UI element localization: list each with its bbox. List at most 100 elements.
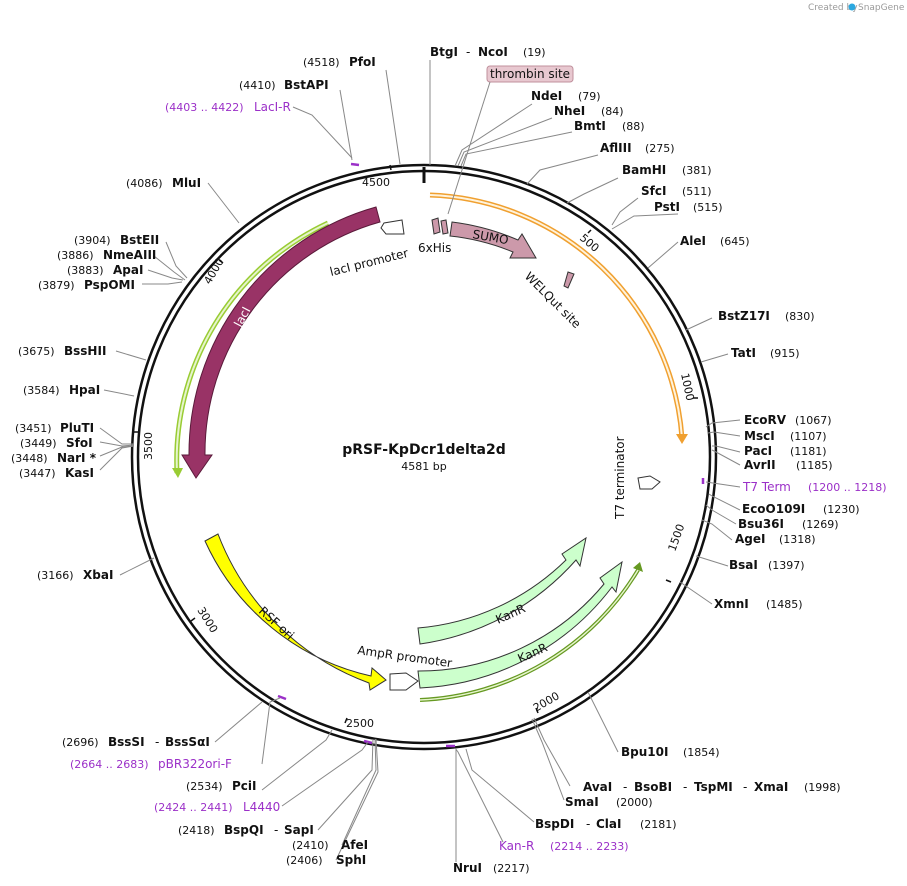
site-mlui[interactable]: MluI [172,176,201,190]
credit-brand: SnapGene [858,3,905,13]
leader-lines [99,60,741,862]
site-pspomi[interactable]: PspOMI [84,278,135,292]
site-alei[interactable]: AleI [680,234,706,248]
site-hpai[interactable]: HpaI [69,383,100,397]
site-bpu10i[interactable]: Bpu10I [621,745,668,759]
primer-l4440[interactable]: L4440 [243,800,280,814]
svg-text:-: - [155,735,159,749]
site-bsshii[interactable]: BssHII [64,344,106,358]
t7-terminator-icon[interactable] [637,475,661,490]
welqut-arrow[interactable] [563,271,575,289]
snapgene-logo-icon [848,3,856,11]
svg-text:(3883): (3883) [67,264,104,277]
site-sfci[interactable]: SfcI [641,184,666,198]
svg-text:(3675): (3675) [18,345,55,358]
site-bmti[interactable]: BmtI [574,119,606,133]
svg-text:(1067): (1067) [795,414,832,427]
site-bsteii[interactable]: BstEII [120,233,159,247]
ampr-promoter-arrow[interactable] [389,672,419,691]
svg-text:(3166): (3166) [37,569,74,582]
his-tag-label: 6xHis [418,241,451,255]
site-bsai[interactable]: BsaI [729,558,758,572]
site-btgi[interactable]: BtgI [430,45,458,59]
site-sapi[interactable]: SapI [284,823,314,837]
site-paci[interactable]: PacI [744,444,772,458]
kanr-arrow-2[interactable] [417,560,623,689]
site-bsssi[interactable]: BssSI [108,735,145,749]
site-pluti[interactable]: PluTI [60,421,94,435]
svg-text:-: - [743,780,747,794]
svg-text:(3447): (3447) [19,467,56,480]
site-bspqi[interactable]: BspQI [224,823,264,837]
svg-text:(2181): (2181) [640,818,677,831]
site-bstapi[interactable]: BstAPI [284,78,329,92]
svg-text:(2000): (2000) [616,796,653,809]
site-bsobi[interactable]: BsoBI [634,780,672,794]
tick-label-4500: 4500 [362,176,390,189]
his-tag-arrow[interactable] [431,217,441,235]
svg-text:(1485): (1485) [766,598,803,611]
site-tspmi[interactable]: TspMI [694,780,733,794]
site-nrui[interactable]: NruI [453,861,482,875]
site-avrii[interactable]: AvrII [744,458,776,472]
site-bsssai[interactable]: BssSαI [165,735,210,749]
site-apai[interactable]: ApaI [113,263,143,277]
site-xmni[interactable]: XmnI [714,597,749,611]
site-avai[interactable]: AvaI [583,780,612,794]
site-afei[interactable]: AfeI [341,838,368,852]
thrombin-site-box[interactable] [486,65,574,83]
site-bstz17i[interactable]: BstZ17I [718,309,770,323]
site-nmeaiii[interactable]: NmeAIII [103,248,156,262]
svg-text:(88): (88) [622,120,645,133]
kanr-arrow-1[interactable] [417,536,587,645]
rsf-ori-label: RSF ori [256,604,297,643]
sumo-label: SUMO [471,227,509,247]
site-ndei[interactable]: NdeI [531,89,562,103]
primer-laci-r[interactable]: LacI-R [254,100,291,114]
laci-promoter-arrow[interactable] [380,219,405,235]
welqut-label: WELQut site [522,269,584,331]
site-smai[interactable]: SmaI [565,795,599,809]
svg-text:(3904): (3904) [74,234,111,247]
primer-t7-term[interactable]: T7 Term [742,480,791,494]
site-msci[interactable]: MscI [744,429,775,443]
site-ecoo109i[interactable]: EcoO109I [742,502,805,516]
svg-text:(3448): (3448) [11,452,48,465]
site-aflIII[interactable]: AflIII [600,141,632,155]
thrombin-site-label: thrombin site [490,67,570,81]
svg-text:(1185): (1185) [796,459,833,472]
laci-arrow[interactable] [181,206,381,479]
primer-pbr322ori-f[interactable]: pBR322ori-F [158,757,232,771]
site-pfoi[interactable]: PfoI [349,55,376,69]
site-agei[interactable]: AgeI [735,532,765,546]
svg-text:(2214 .. 2233): (2214 .. 2233) [550,840,629,853]
site-bspdi[interactable]: BspDI [535,817,574,831]
site-sphi[interactable]: SphI [336,853,366,867]
site-xbai[interactable]: XbaI [83,568,113,582]
primer-kan-r[interactable]: Kan-R [499,839,534,853]
site-clai[interactable]: ClaI [596,817,621,831]
site-kasi[interactable]: KasI [65,466,94,480]
site-bsu36i[interactable]: Bsu36I [738,517,784,531]
svg-text:(830): (830) [785,310,815,323]
site-nari[interactable]: NarI * [57,451,97,465]
tick-label-1500: 1500 [666,522,688,553]
sumo-arrow[interactable] [449,221,537,259]
t7-terminator-label: T7 terminator [613,436,627,520]
svg-text:(2534): (2534) [186,780,223,793]
svg-text:(1230): (1230) [823,503,860,516]
rsf-ori-arrow[interactable] [204,533,387,691]
site-nhei[interactable]: NheI [554,104,585,118]
site-psti[interactable]: PstI [654,200,680,214]
site-tati[interactable]: TatI [731,346,756,360]
site-ncoi[interactable]: NcoI [478,45,508,59]
site-sfoi[interactable]: SfoI [66,436,93,450]
site-bamhi[interactable]: BamHI [622,163,666,177]
svg-text:(79): (79) [578,90,601,103]
svg-text:(1397): (1397) [768,559,805,572]
svg-text:(515): (515) [693,201,723,214]
site-xmai[interactable]: XmaI [754,780,788,794]
site-pcii[interactable]: PciI [232,779,257,793]
site-ecorv[interactable]: EcoRV [744,413,787,427]
svg-text:-: - [623,780,627,794]
